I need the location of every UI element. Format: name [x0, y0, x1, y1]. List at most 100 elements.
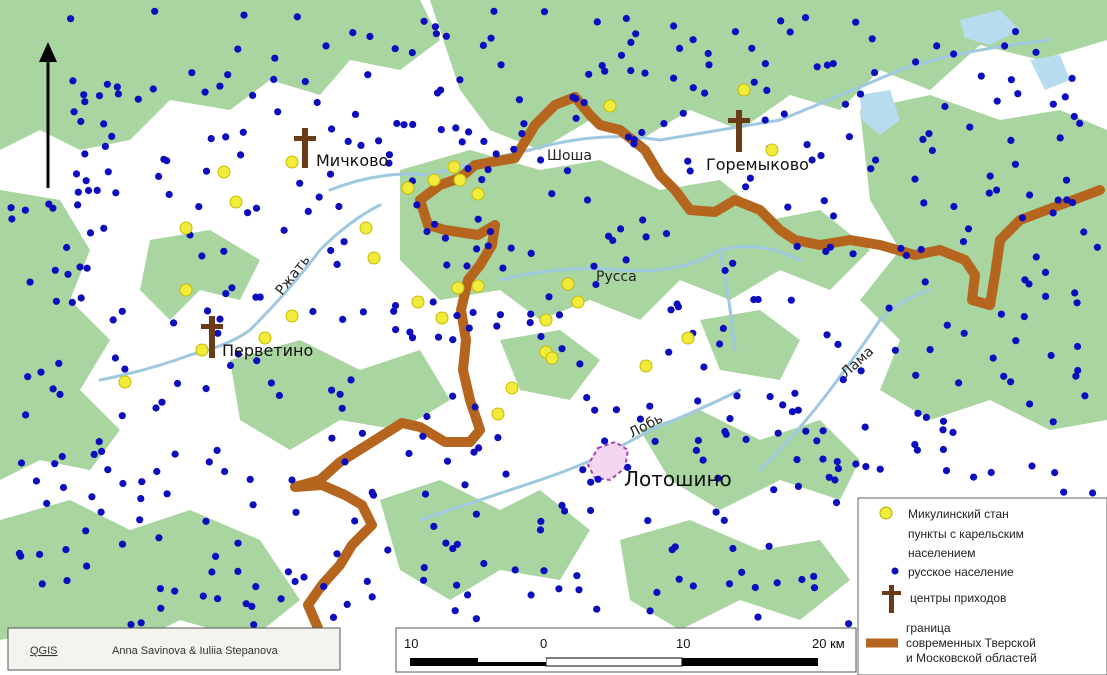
karelian-settlement-dot[interactable]	[603, 99, 617, 113]
karelian-settlements-layer	[118, 83, 779, 421]
russian-settlement-dot	[473, 245, 481, 253]
place-label-pervetino[interactable]: Перветино	[222, 341, 313, 360]
river-lob	[418, 388, 742, 522]
karelian-settlement-dot[interactable]	[217, 165, 231, 179]
russian-settlement-dot	[829, 60, 837, 68]
karelian-settlement-dot[interactable]	[367, 251, 381, 265]
karelian-settlement-dot[interactable]	[285, 309, 299, 323]
russian-settlement-dot	[1026, 400, 1034, 408]
karelian-settlement-dot[interactable]	[539, 313, 553, 327]
russian-settlement-dot	[788, 408, 797, 416]
karelian-settlement-dot[interactable]	[401, 181, 415, 195]
russian-settlement-dot	[384, 546, 392, 554]
karelian-settlement-dot[interactable]	[681, 331, 695, 345]
karelian-settlement-dot[interactable]	[447, 160, 461, 174]
lake	[860, 90, 900, 135]
russian-settlement-dot	[296, 179, 304, 187]
karelian-settlement-dot[interactable]	[451, 281, 465, 295]
parish-cross-icon[interactable]	[728, 110, 750, 152]
russian-settlement-dot	[624, 463, 632, 471]
russian-settlement-dot	[1047, 351, 1055, 360]
russian-settlement-dot	[780, 110, 788, 118]
russian-settlement-dot	[216, 82, 224, 90]
place-label-goremykovo[interactable]: Горемыково	[706, 155, 809, 174]
russian-settlement-dot	[622, 256, 630, 264]
karelian-settlement-dot[interactable]	[765, 143, 779, 157]
russian-settlement-dot	[234, 45, 242, 53]
russian-settlement-dot	[118, 540, 127, 548]
russian-settlement-dot	[82, 177, 90, 185]
russian-settlement-dot	[642, 233, 650, 241]
karelian-settlement-dot[interactable]	[179, 221, 193, 235]
place-label-michkovo[interactable]: Мичково	[316, 151, 388, 170]
russian-settlement-dot	[692, 446, 701, 454]
russian-settlement-dot	[536, 526, 545, 534]
karelian-settlement-dot[interactable]	[505, 381, 519, 395]
russian-settlement-dot	[704, 49, 712, 58]
russian-settlement-dot	[777, 17, 785, 25]
karelian-settlement-dot[interactable]	[179, 283, 193, 297]
parish-cross-icon[interactable]	[294, 128, 316, 168]
russian-settlement-dot	[252, 293, 260, 301]
karelian-settlement-dot[interactable]	[195, 343, 209, 357]
russian-settlement-dot	[960, 329, 968, 337]
russian-settlement-dot	[624, 133, 633, 141]
russian-settlement-dot	[1063, 196, 1071, 204]
karelian-settlement-dot[interactable]	[561, 277, 575, 291]
russian-settlement-dot	[153, 467, 161, 476]
karelian-settlement-dot[interactable]	[411, 295, 425, 309]
russian-settlement-dot	[343, 600, 351, 609]
russian-settlement-dot	[587, 506, 595, 515]
karelian-settlement-dot[interactable]	[571, 295, 585, 309]
russian-settlement-dot	[420, 564, 428, 572]
russian-settlement-dot	[922, 413, 931, 421]
russian-settlement-dot	[911, 440, 919, 449]
russian-settlement-dot	[1014, 90, 1022, 98]
russian-settlement-dot	[750, 78, 758, 86]
karelian-settlement-dot[interactable]	[435, 311, 449, 325]
karelian-settlement-dot[interactable]	[285, 155, 299, 169]
russian-settlement-dot	[423, 227, 431, 236]
russian-settlement-dot	[675, 575, 683, 583]
russian-settlement-dot	[763, 86, 771, 94]
karelian-settlement-dot[interactable]	[491, 407, 505, 421]
karelian-settlement-dot[interactable]	[427, 173, 441, 187]
russian-settlement-dot	[964, 225, 973, 233]
russian-settlement-dot	[456, 76, 464, 84]
russian-settlement-dot	[627, 38, 635, 47]
russian-settlement-dot	[216, 315, 224, 323]
karelian-settlement-dot[interactable]	[639, 359, 653, 373]
karelian-settlement-dot[interactable]	[359, 221, 373, 235]
russian-settlement-dot	[474, 215, 482, 223]
russian-settlement-dot	[1068, 199, 1077, 207]
russian-settlement-dot	[902, 251, 911, 260]
russian-settlement-dot	[56, 390, 64, 398]
karelian-settlement-dot[interactable]	[471, 279, 485, 293]
russian-settlement-dot	[920, 199, 928, 207]
parish-cross-icon[interactable]	[201, 316, 223, 358]
karelian-settlement-dot[interactable]	[545, 351, 559, 365]
karelian-settlement-dot[interactable]	[118, 375, 132, 389]
karelian-settlement-dot[interactable]	[229, 195, 243, 209]
russian-settlement-dot	[1032, 48, 1040, 56]
place-label-lotoshino[interactable]: Лотошино	[624, 467, 732, 491]
russian-settlement-dot	[748, 44, 756, 52]
karelian-settlement-dot[interactable]	[471, 187, 485, 201]
russian-settlement-dot	[442, 32, 450, 40]
russian-settlement-dot	[163, 490, 171, 498]
russian-settlement-dot	[284, 568, 292, 576]
russian-settlement-dot	[340, 238, 348, 246]
russian-settlement-dot	[928, 146, 937, 155]
karelian-settlement-dot[interactable]	[258, 331, 272, 345]
russian-settlement-dot	[644, 517, 652, 525]
russian-settlement-dot	[480, 137, 488, 145]
russian-settlement-dot	[1056, 134, 1064, 142]
karelian-settlement-dot[interactable]	[453, 173, 467, 187]
russian-settlement-dot	[646, 402, 654, 410]
karelian-settlement-dot[interactable]	[737, 83, 751, 97]
russian-settlement-dot	[558, 501, 566, 509]
russian-settlement-dot	[81, 150, 89, 158]
lotoshino-town[interactable]	[586, 440, 630, 482]
